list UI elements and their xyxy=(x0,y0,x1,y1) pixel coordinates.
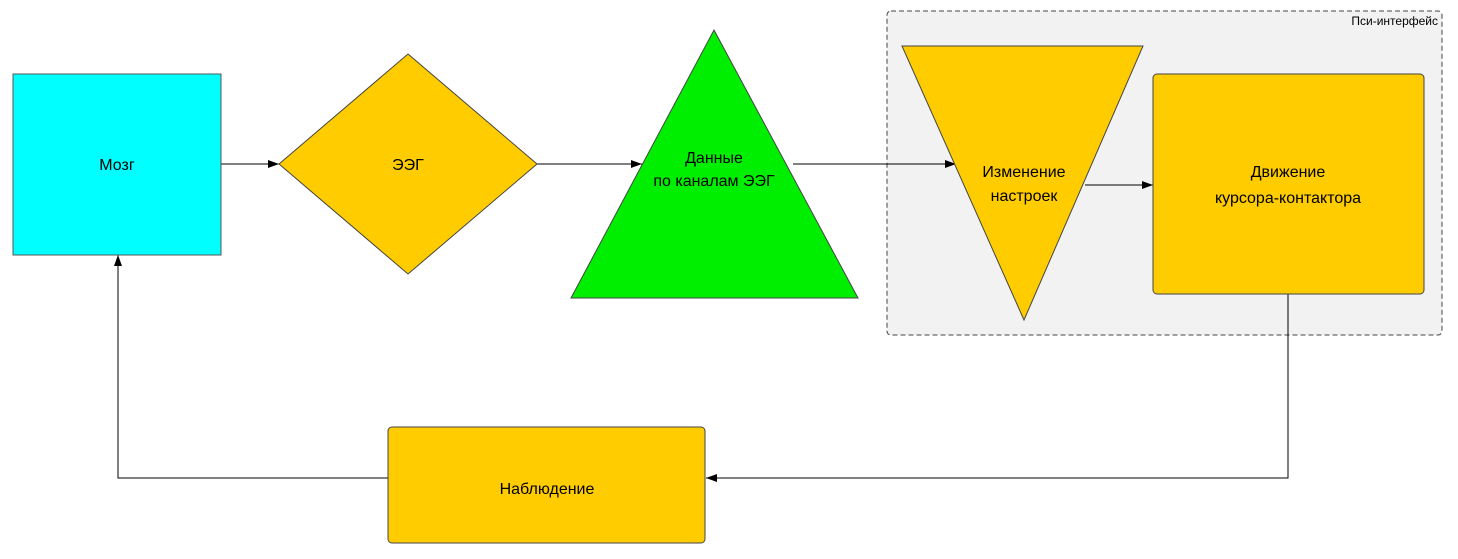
node-eeg: ЭЭГ xyxy=(278,53,538,275)
data-label-line1: Данные xyxy=(685,150,743,167)
brain-box xyxy=(12,73,222,256)
node-eeg-channel-data: Данные по каналам ЭЭГ xyxy=(570,28,859,299)
psi-interface-label: Пси-интерфейс xyxy=(1351,14,1438,28)
settings-label-line2: настроек xyxy=(991,188,1059,205)
data-triangle xyxy=(570,28,859,299)
brain-label: Мозг xyxy=(99,157,135,174)
edge-cursor-to-observation xyxy=(706,294,1289,482)
edges xyxy=(114,160,1289,482)
eeg-label: ЭЭГ xyxy=(392,157,424,174)
cursor-box xyxy=(1152,73,1425,295)
node-settings-change: Изменение настроек xyxy=(901,45,1144,322)
settings-triangle xyxy=(901,45,1144,322)
settings-label-line1: Изменение xyxy=(982,164,1065,181)
eeg-diamond xyxy=(278,53,538,275)
cursor-label-line1: Движение xyxy=(1251,164,1326,181)
node-observation: Наблюдение xyxy=(387,426,706,544)
node-brain: Мозг xyxy=(12,73,222,256)
edge-observation-to-brain xyxy=(114,255,388,479)
cursor-label-line2: курсора-контактора xyxy=(1215,190,1361,207)
observation-label: Наблюдение xyxy=(500,481,595,498)
node-cursor-movement: Движение курсора-контактора xyxy=(1152,73,1425,295)
observation-box xyxy=(387,426,706,544)
data-label-line2: по каналам ЭЭГ xyxy=(653,173,775,190)
